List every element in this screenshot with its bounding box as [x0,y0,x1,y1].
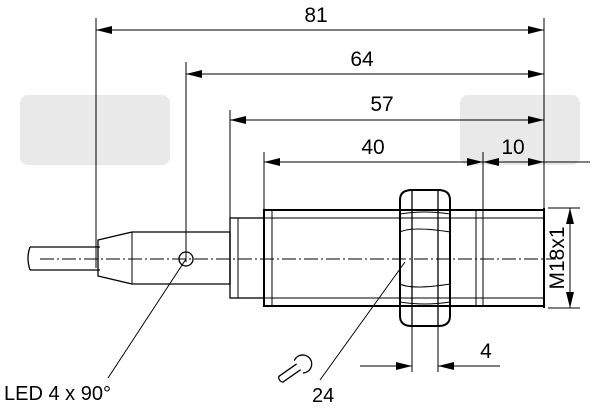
dimension-thread: M18x1 [546,208,574,308]
thread-size-label: M18x1 [546,226,569,289]
dimension-4-label: 4 [480,340,492,363]
dimension-40-label: 40 [361,136,384,159]
dimension-81: 81 [96,4,544,34]
wrench-icon [277,354,313,383]
cable-gland [97,231,231,285]
dimension-64: 64 [186,48,544,78]
extension-lines [95,18,580,372]
dimension-64-label: 64 [350,48,374,71]
threaded-body [263,209,545,307]
led-label: LED 4 x 90° [4,383,111,405]
dimension-57-label: 57 [370,93,393,116]
lock-nut [399,189,451,327]
wrench-size-label: 24 [312,385,334,407]
dimension-4: 4 [360,340,500,370]
cable [27,246,100,271]
dimension-81-label: 81 [304,4,327,27]
housing-rear-step [229,217,265,299]
watermark [20,95,580,165]
wrench-callout: 24 [277,261,406,407]
dimension-10-label: 10 [501,136,524,159]
dimension-57: 57 [230,93,544,124]
dimension-40: 40 [264,136,483,166]
led-callout: LED 4 x 90° [4,258,187,405]
dimension-10: 10 [483,136,590,166]
